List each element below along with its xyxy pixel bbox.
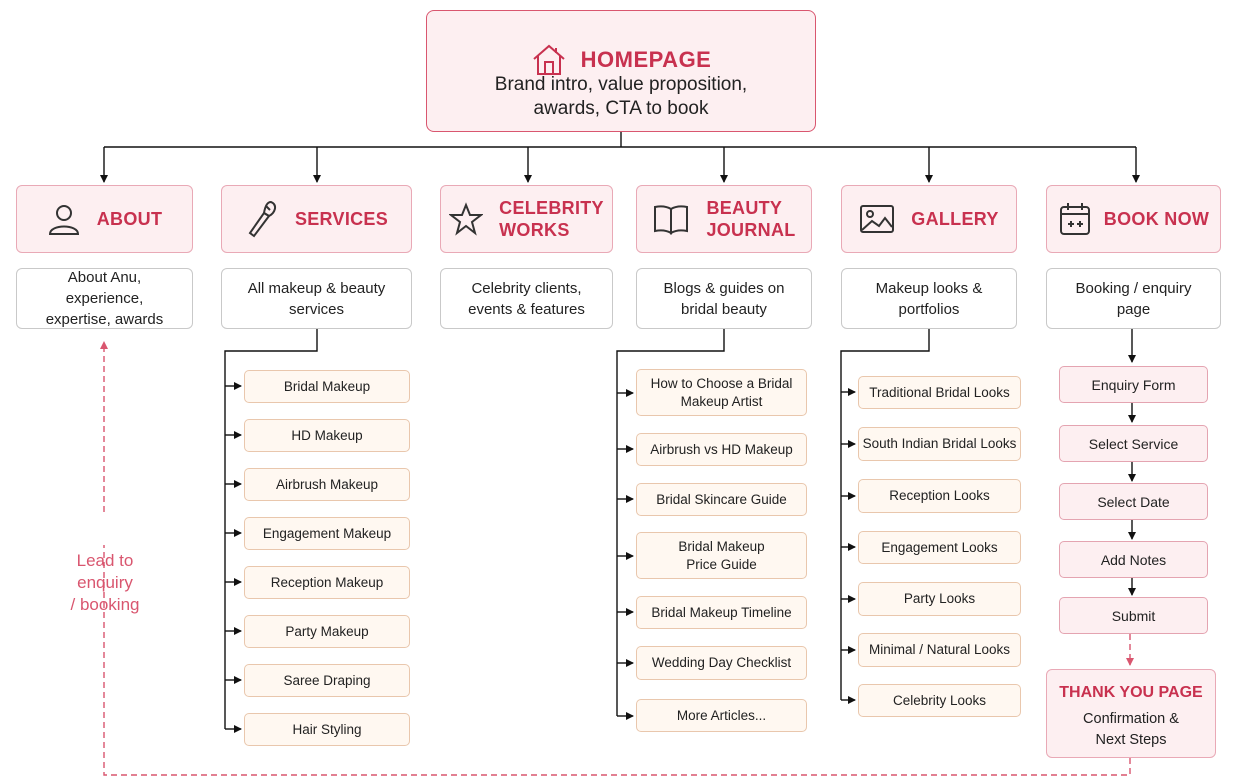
- calendar-icon: [1058, 201, 1092, 237]
- service-item[interactable]: Airbrush Makeup: [244, 468, 410, 501]
- about-label: ABOUT: [96, 209, 163, 229]
- gallery-description: Makeup looks &portfolios: [841, 268, 1017, 329]
- journal-item[interactable]: Airbrush vs HD Makeup: [636, 433, 807, 466]
- service-item[interactable]: Party Makeup: [244, 615, 410, 648]
- gallery-item[interactable]: Minimal / Natural Looks: [858, 633, 1021, 667]
- book-now-node[interactable]: BOOK NOW: [1046, 185, 1221, 253]
- gallery-item[interactable]: Engagement Looks: [858, 531, 1021, 564]
- star-icon: [448, 202, 485, 236]
- thank-you-description: Confirmation &Next Steps: [1083, 711, 1179, 748]
- service-item[interactable]: Reception Makeup: [244, 566, 410, 599]
- service-item[interactable]: Saree Draping: [244, 664, 410, 697]
- journal-item[interactable]: Bridal Makeup Timeline: [636, 596, 807, 629]
- service-item[interactable]: HD Makeup: [244, 419, 410, 452]
- homepage-node[interactable]: HOMEPAGE Brand intro, value proposition,…: [426, 10, 816, 132]
- gallery-item[interactable]: Traditional Bridal Looks: [858, 376, 1021, 409]
- user-icon: [47, 202, 81, 236]
- image-icon: [859, 203, 895, 235]
- gallery-item[interactable]: South Indian Bridal Looks: [858, 427, 1021, 461]
- booking-step[interactable]: Enquiry Form: [1059, 366, 1208, 403]
- thank-you-title: THANK YOU PAGE: [1059, 684, 1203, 701]
- homepage-title: HOMEPAGE: [580, 47, 712, 72]
- gallery-item[interactable]: Reception Looks: [858, 479, 1021, 513]
- about-node[interactable]: ABOUT: [16, 185, 193, 253]
- services-label: SERVICES: [294, 209, 389, 229]
- service-item[interactable]: Engagement Makeup: [244, 517, 410, 550]
- makeup-brush-icon: [245, 199, 279, 239]
- booking-step[interactable]: Submit: [1059, 597, 1208, 634]
- booking-step[interactable]: Select Service: [1059, 425, 1208, 462]
- homepage-description: Brand intro, value proposition, awards, …: [494, 74, 748, 119]
- gallery-label: GALLERY: [911, 209, 999, 229]
- booking-step[interactable]: Select Date: [1059, 483, 1208, 520]
- celebrity-works-description: Celebrity clients,events & features: [440, 268, 613, 329]
- services-node[interactable]: SERVICES: [221, 185, 412, 253]
- journal-item[interactable]: Bridal Skincare Guide: [636, 483, 807, 516]
- journal-item[interactable]: Wedding Day Checklist: [636, 646, 807, 680]
- service-item[interactable]: Hair Styling: [244, 713, 410, 746]
- lead-note: Lead to enquiry / booking: [70, 551, 140, 614]
- thank-you-node[interactable]: THANK YOU PAGE Confirmation &Next Steps: [1046, 669, 1216, 758]
- journal-item[interactable]: More Articles...: [636, 699, 807, 732]
- booking-step[interactable]: Add Notes: [1059, 541, 1208, 578]
- about-description: About Anu, experience,expertise, awards: [16, 268, 193, 329]
- service-item[interactable]: Bridal Makeup: [244, 370, 410, 403]
- home-icon: [531, 43, 567, 77]
- open-book-icon: [652, 203, 690, 235]
- gallery-item[interactable]: Celebrity Looks: [858, 684, 1021, 717]
- gallery-node[interactable]: GALLERY: [841, 185, 1017, 253]
- gallery-item[interactable]: Party Looks: [858, 582, 1021, 616]
- book-now-label: BOOK NOW: [1103, 209, 1210, 229]
